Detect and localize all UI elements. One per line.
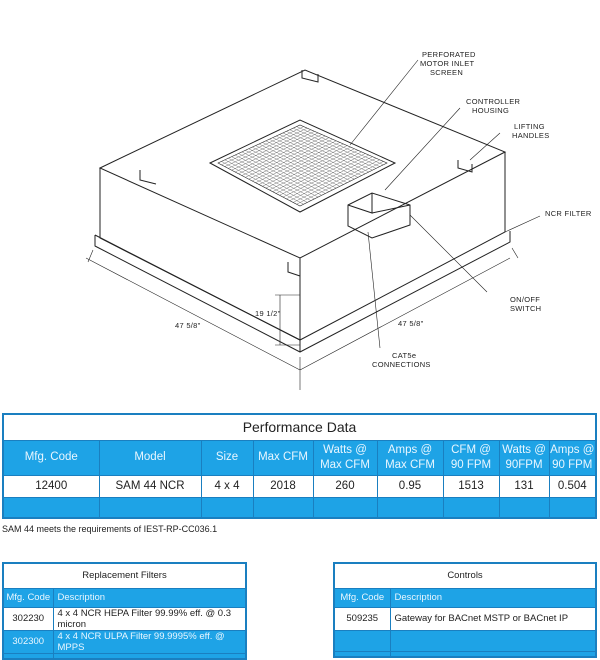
mesh-line [269, 139, 355, 180]
mesh-line [293, 159, 380, 203]
cell-mfg-code: 302300 [2, 629, 54, 654]
header-amps-90: Amps @ 90 FPM [548, 439, 597, 476]
header-watts-max: Watts @ Max CFM [312, 439, 378, 476]
cell-mfg-code: 509235 [333, 606, 391, 631]
label-cat5: CAT5e [392, 351, 416, 360]
cell-watts-max: 260 [312, 474, 378, 498]
mesh-line [282, 154, 369, 198]
lifting-handle [457, 160, 473, 173]
cell-size: 4 x 4 [200, 474, 254, 498]
leader-lines [349, 59, 541, 349]
header-description: Description [389, 587, 597, 608]
header-size: Size [200, 439, 254, 476]
cell-cfm-90: 1513 [442, 474, 500, 498]
label-controller-2: HOUSING [472, 106, 509, 115]
empty-row [333, 629, 597, 652]
cell-description: 4 x 4 NCR HEPA Filter 99.99% eff. @ 0.3 … [52, 606, 247, 631]
mesh-line [272, 137, 359, 178]
header-max-cfm: Max CFM [252, 439, 314, 476]
ncr-filter-band [94, 231, 511, 353]
header-amps-max: Amps @ Max CFM [376, 439, 444, 476]
label-switch: ON/OFF [510, 295, 540, 304]
mesh-line [289, 158, 377, 201]
performance-data-table: Performance Data Mfg. Code Model Size Ma… [2, 413, 597, 519]
cell-watts-90: 131 [498, 474, 550, 498]
mesh-line [279, 134, 366, 174]
cell-mfg-code: 302230 [2, 606, 54, 631]
mesh-line [293, 127, 380, 167]
lifting-handle [139, 170, 157, 185]
unit-right-face [299, 152, 506, 341]
cell-amps-max: 0.95 [376, 474, 444, 498]
performance-title: Performance Data [2, 413, 597, 441]
cell-max-cfm: 2018 [252, 474, 314, 498]
mesh-line [279, 153, 366, 196]
dimension-height: 19 1/2" [255, 309, 281, 318]
compliance-note: SAM 44 meets the requirements of IEST-RP… [2, 524, 218, 534]
header-mfg-code: Mfg. Code [333, 587, 391, 608]
cell-model: SAM 44 NCR [98, 474, 202, 498]
header-model: Model [98, 439, 202, 476]
header-mfg-code: Mfg. Code [2, 587, 54, 608]
inlet-screen-frame [208, 119, 397, 213]
cell-description: Gateway for BACnet MSTP or BACnet IP [389, 606, 597, 631]
label-controller: CONTROLLER [466, 97, 521, 106]
label-inlet-screen: PERFORATED [422, 50, 476, 59]
mesh-line [296, 126, 384, 165]
table-row: 12400 SAM 44 NCR 4 x 4 2018 260 0.95 151… [2, 474, 597, 498]
label-inlet-screen-2: MOTOR INLET [420, 59, 475, 68]
lifting-handle [287, 262, 301, 277]
replacement-filters-title: Replacement Filters [2, 562, 247, 589]
label-ncr-filter: NCR FILTER [545, 209, 592, 218]
cell-description: 4 x 4 NCR ULPA Filter 99.9995% eff. @ MP… [52, 629, 247, 654]
mesh-line [286, 156, 373, 200]
mesh-line [296, 161, 384, 205]
lifting-handle [301, 70, 319, 83]
header-description: Description [52, 587, 247, 608]
label-switch-2: SWITCH [510, 304, 541, 313]
label-handles-2: HANDLES [512, 131, 550, 140]
header-cfm-90: CFM @ 90 FPM [442, 439, 500, 476]
header-watts-90: Watts @ 90FPM [498, 439, 550, 476]
cell-amps-90: 0.504 [548, 474, 597, 498]
controls-title: Controls [333, 562, 597, 589]
inlet-screen-mesh [221, 126, 384, 205]
label-cat5-2: CONNECTIONS [372, 360, 431, 369]
header-mfg-code: Mfg. Code [2, 439, 100, 476]
controller-housing [347, 192, 411, 239]
label-inlet-screen-3: SCREEN [430, 68, 463, 77]
mesh-line [289, 129, 377, 169]
unit-top-face [98, 69, 507, 259]
dimension-width-left: 47 5/8" [175, 321, 201, 330]
dimension-width-right: 47 5/8" [398, 319, 424, 328]
label-handles: LIFTING [514, 122, 545, 131]
cell-mfg-code: 12400 [2, 474, 100, 498]
empty-row [2, 496, 597, 519]
